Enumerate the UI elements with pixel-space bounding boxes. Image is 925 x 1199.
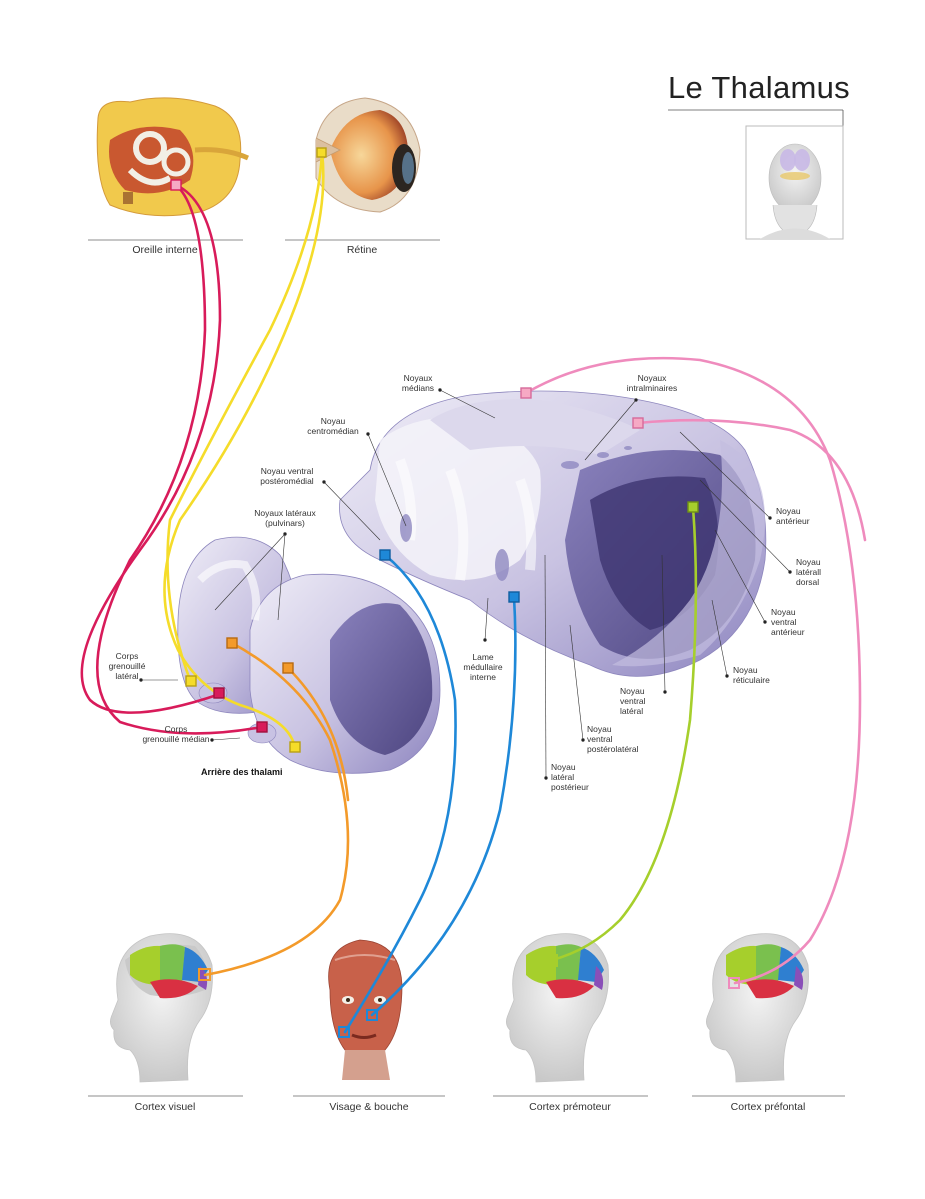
marker-corps-median-yellow xyxy=(289,741,301,753)
label-lame-medullaire: Lame médullaire interne xyxy=(463,652,503,682)
red-pathway-1 xyxy=(80,183,222,714)
ear-caption: Oreille interne xyxy=(132,244,198,256)
leader-vpl xyxy=(569,624,584,741)
label-noyau-ventral-lateral: Noyau ventral latéral xyxy=(620,686,646,716)
leader-lame xyxy=(484,597,489,641)
marker-corps-lateral-red xyxy=(213,687,225,699)
eye-illustration xyxy=(315,97,421,213)
marker-anterior-pink xyxy=(632,417,644,429)
thalamus-main-body xyxy=(339,390,767,677)
prefrontal-cortex-head xyxy=(706,933,809,1083)
marker-premotor xyxy=(545,954,558,967)
marker-retina xyxy=(316,147,327,158)
yellow-pathway xyxy=(163,150,325,750)
face-muscles-head xyxy=(328,939,403,1080)
leader-ventral-anterieur xyxy=(714,529,766,623)
label-noyau-vpl: Noyau ventral postérolatéral xyxy=(587,724,639,754)
leader-lateral-posterieur xyxy=(544,554,547,779)
leader-ventral-lateral xyxy=(661,554,666,693)
posterior-thalami xyxy=(177,536,441,774)
marker-vpm-blue xyxy=(379,549,391,561)
head-thumbnail xyxy=(760,143,830,239)
yellow-pathway-2 xyxy=(166,150,324,682)
leader-pulvinar-1 xyxy=(214,533,286,611)
marker-ear xyxy=(170,179,182,191)
premotor-cortex-head xyxy=(506,933,609,1083)
prefrontal-caption: Cortex préfontal xyxy=(730,1101,806,1113)
leader-vpm xyxy=(323,481,381,541)
marker-vl-green xyxy=(687,501,699,513)
marker-visual-cortex xyxy=(198,968,211,981)
label-noyau-lateral-posterieur: Noyau latéral postérieur xyxy=(551,762,589,792)
blue-pathway-1 xyxy=(343,553,457,1034)
pink-pathway-1 xyxy=(524,356,862,985)
leader-corps-median xyxy=(211,737,241,741)
visual-cortex-head xyxy=(110,933,213,1083)
label-noyau-lateral-dorsal: Noyau latérall dorsal xyxy=(796,557,822,587)
marker-face-1 xyxy=(338,1026,350,1038)
retina-caption: Rétine xyxy=(346,244,378,256)
marker-prefrontal xyxy=(728,977,740,989)
leader-lateral-dorsal xyxy=(699,479,791,573)
red-pathway-2 xyxy=(96,183,264,735)
label-arriere-thalami: Arrière des thalami xyxy=(201,767,283,777)
marker-pulvinar-orange-2 xyxy=(282,662,294,674)
marker-face-2 xyxy=(366,1009,378,1021)
label-noyau-vpm: Noyau ventral postéromédial xyxy=(260,466,314,486)
label-noyaux-intralaminaires: Noyaux intralminaires xyxy=(626,373,678,393)
title-block xyxy=(668,109,844,240)
visual-cortex-caption: Cortex visuel xyxy=(134,1101,196,1113)
label-noyaux-lateraux: Noyaux latéraux (pulvinars) xyxy=(254,508,316,528)
marker-vpl-blue xyxy=(508,591,520,603)
marker-pulvinar-orange-1 xyxy=(226,637,238,649)
label-noyaux-medians: Noyaux médians xyxy=(401,373,435,393)
leader-reticulaire xyxy=(711,599,728,677)
premotor-caption: Cortex prémoteur xyxy=(529,1101,611,1113)
leader-intralaminaires xyxy=(584,399,637,461)
label-noyau-reticulaire: Noyau réticulaire xyxy=(733,665,770,685)
inner-ear-illustration xyxy=(96,97,249,217)
page-title: Le Thalamus xyxy=(668,70,850,105)
marker-corps-median-red xyxy=(256,721,268,733)
leader-noyaux-medians xyxy=(439,389,496,419)
green-pathway xyxy=(550,505,698,962)
blue-pathway-2 xyxy=(370,595,517,1017)
orange-pathway-2 xyxy=(286,666,350,802)
marker-median-pink xyxy=(520,387,532,399)
pink-pathway-2 xyxy=(636,418,867,542)
face-caption: Visage & bouche xyxy=(329,1101,409,1113)
label-noyau-centromedian: Noyau centromédian xyxy=(307,416,359,436)
leader-anterieur xyxy=(679,431,771,519)
leader-centromedian xyxy=(367,433,407,527)
label-corps-lateral: Corps grenouillé latéral xyxy=(108,651,146,681)
label-noyau-anterieur: Noyau antérieur xyxy=(776,506,810,526)
marker-corps-lateral-yellow xyxy=(185,675,197,687)
orange-pathway xyxy=(203,641,350,977)
label-corps-median: Corps grenouillé médian xyxy=(142,724,210,744)
label-noyau-ventral-anterieur: Noyau ventral antérieur xyxy=(771,607,805,637)
leader-pulvinar-2 xyxy=(277,533,286,621)
